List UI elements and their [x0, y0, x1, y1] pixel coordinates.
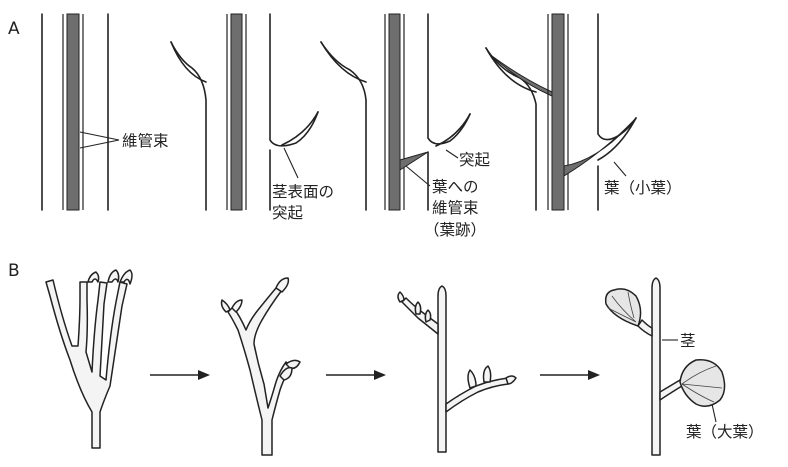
microphyll-stage-1: [42, 14, 108, 210]
stem-surface-outgrowth-label-line1: 茎表面の: [272, 183, 334, 201]
leaf-bundle-label-line1: 葉への: [432, 178, 479, 196]
vascular-bundle-label: 維管束: [122, 132, 169, 150]
stem-surface-outgrowth-leader: [284, 148, 298, 178]
arrow-1: [150, 370, 210, 380]
leaf-bundle-label-line3: （葉跡）: [424, 221, 486, 239]
microphyll-stage-2: [171, 14, 318, 210]
stem-surface-outgrowth-label-line2: 突起: [272, 204, 304, 222]
megaphyll-stage-3: [398, 286, 516, 452]
panel-a: A 維管束 茎表面の 突起: [8, 14, 682, 239]
stem-label: 茎: [680, 332, 696, 350]
outgrowth-label: 突起: [459, 151, 491, 169]
leaf-bundle-label-line2: 維管束: [432, 199, 479, 217]
vascular-bundle-leader: [80, 132, 119, 148]
megaphyll-label: 葉（大葉）: [686, 423, 764, 441]
panel-a-letter: A: [8, 19, 20, 39]
megaphyll-stage-2: [222, 278, 301, 455]
outgrowth-leader: [446, 150, 458, 158]
panel-b: B: [8, 261, 764, 455]
panel-b-letter: B: [8, 261, 20, 281]
arrow-2: [326, 370, 386, 380]
megaphyll-leader: [712, 404, 716, 422]
megaphyll-stage-1: [46, 270, 132, 448]
leaf-bundle-leader: [406, 166, 430, 186]
arrow-3: [540, 370, 600, 380]
microphyll-label: 葉（小葉）: [604, 179, 682, 197]
microphyll-leader: [614, 162, 626, 176]
